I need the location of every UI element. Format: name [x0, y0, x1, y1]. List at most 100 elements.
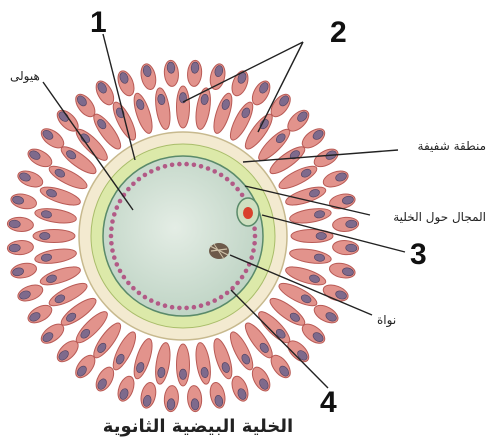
follicle-cell — [139, 381, 158, 409]
follicle-cell — [7, 240, 34, 256]
cortical-granule — [156, 301, 161, 306]
cortical-granule — [251, 248, 256, 253]
follicle-cell — [177, 86, 190, 128]
follicle-cell — [34, 246, 78, 265]
cortical-granule — [110, 219, 115, 224]
cortical-granule — [230, 286, 235, 291]
cortical-granule — [235, 187, 240, 192]
cortical-granule — [112, 212, 117, 217]
follicle-cell — [321, 282, 350, 304]
follicle-cell — [193, 342, 212, 386]
cortical-granule — [115, 262, 120, 267]
cortical-granule — [109, 241, 114, 246]
cortical-granule — [212, 298, 217, 303]
cortical-granule — [249, 255, 254, 260]
cortical-granule — [110, 248, 115, 253]
follicle-cell — [10, 192, 38, 211]
cortical-granule — [126, 281, 131, 286]
cortical-granule — [109, 234, 114, 239]
follicle-cell — [208, 63, 227, 91]
cortical-granule — [199, 164, 204, 169]
cortical-granule — [137, 177, 142, 182]
follicle-cell — [328, 261, 356, 280]
cortical-granule — [177, 162, 182, 167]
polar-body — [237, 198, 259, 226]
cortical-granule — [240, 275, 245, 280]
cortical-granule — [252, 226, 257, 231]
follicle-cell — [153, 342, 172, 386]
cortical-granule — [163, 303, 168, 308]
follicle-cell — [153, 87, 172, 131]
cortical-granule — [118, 269, 123, 274]
follicle-cell — [208, 381, 227, 409]
follicle-cell — [289, 246, 333, 265]
cytoplasm — [103, 156, 263, 316]
follicle-cell — [229, 374, 251, 403]
follicle-cell — [34, 206, 78, 225]
cortical-granule — [235, 281, 240, 286]
cortical-granule — [199, 303, 204, 308]
cortical-granule — [225, 291, 230, 296]
cortical-granule — [192, 163, 197, 168]
follicle-cell — [163, 385, 179, 412]
cortical-granule — [143, 295, 148, 300]
caption: الخلية البيضية الثانوية — [103, 416, 293, 437]
follicle-cell — [16, 282, 45, 304]
cortical-granule — [206, 166, 211, 171]
follicle-cell — [16, 168, 45, 190]
cortical-granule — [184, 306, 189, 311]
label-number-3: 3 — [410, 238, 427, 271]
cortical-granule — [163, 164, 168, 169]
cortical-granule — [206, 301, 211, 306]
cortical-granule — [126, 187, 131, 192]
cortical-granule — [149, 169, 154, 174]
cortical-granule — [122, 275, 127, 280]
cortical-granule — [131, 286, 136, 291]
cortical-granule — [219, 295, 224, 300]
cortical-granule — [131, 182, 136, 187]
follicle-cell — [289, 206, 333, 225]
cortical-granule — [109, 226, 114, 231]
cortical-granule — [252, 241, 257, 246]
label-zona-pellucida: منطقة شفيفة — [418, 139, 486, 153]
follicle-cell — [177, 344, 190, 386]
follicle-cell — [321, 168, 350, 190]
follicle-cell — [10, 261, 38, 280]
follicle-cell — [33, 230, 75, 243]
cortical-granule — [115, 205, 120, 210]
cortical-granule — [112, 255, 117, 260]
cortical-granule — [219, 173, 224, 178]
cortical-granule — [230, 182, 235, 187]
follicle-cell — [115, 374, 137, 403]
cortical-granule — [225, 177, 230, 182]
label-nucleus: نواة — [377, 313, 396, 328]
cortical-granule — [149, 298, 154, 303]
cortical-granule — [143, 173, 148, 178]
cortical-granule — [170, 305, 175, 310]
follicle-cell — [7, 216, 34, 232]
cortical-granule — [192, 305, 197, 310]
label-number-1: 1 — [90, 6, 107, 39]
follicle-cell — [163, 60, 179, 87]
cortical-granule — [118, 199, 123, 204]
cortical-granule — [212, 169, 217, 174]
cortical-granule — [170, 163, 175, 168]
label-number-2: 2 — [330, 16, 347, 49]
follicle-cell — [332, 216, 359, 232]
label-perivitelline-space: المجال حول الخلية — [393, 210, 486, 225]
cortical-granule — [156, 166, 161, 171]
label-cytoplasm: هيولى — [10, 69, 40, 84]
follicle-cell — [187, 60, 203, 87]
cortical-granule — [253, 234, 258, 239]
follicle-cell — [187, 385, 203, 412]
cortical-granule — [184, 162, 189, 167]
nucleus-chromosomes — [209, 243, 229, 259]
cortical-granule — [177, 306, 182, 311]
follicle-cell — [332, 240, 359, 256]
follicle-cell — [139, 63, 158, 91]
cortical-granule — [137, 291, 142, 296]
follicle-cell — [193, 87, 212, 131]
cortical-granule — [240, 193, 245, 198]
cortical-granule — [244, 269, 249, 274]
